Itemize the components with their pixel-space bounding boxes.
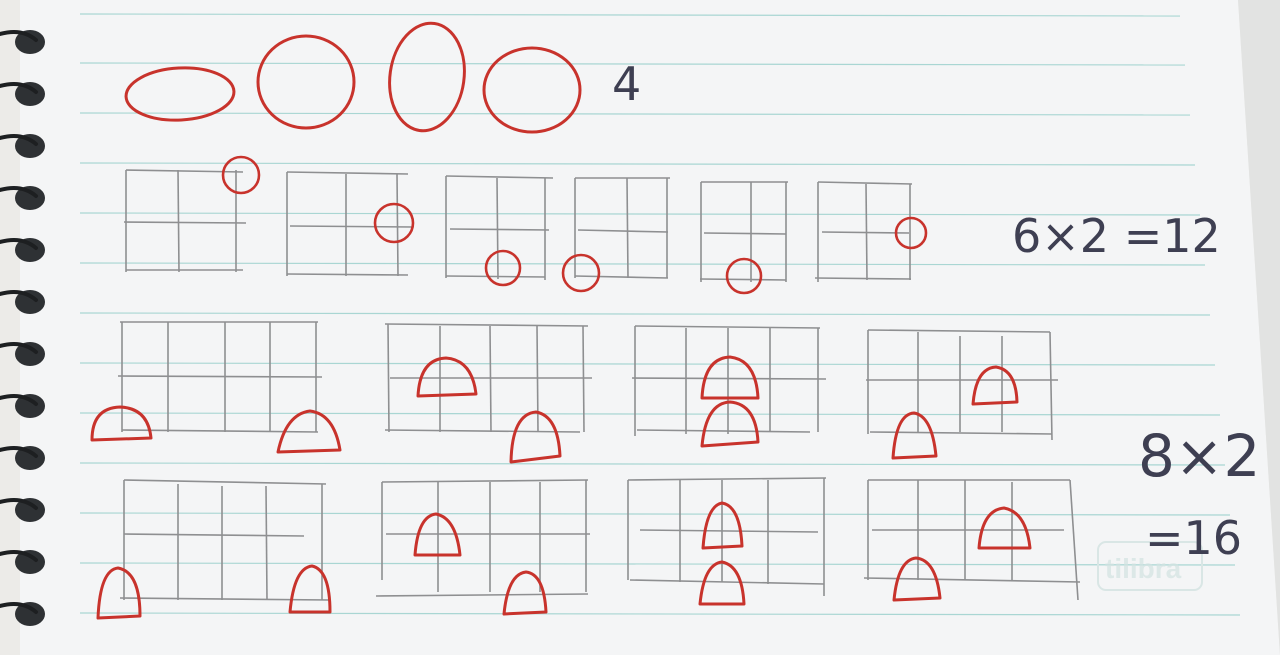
paper-sheet (20, 0, 1280, 655)
red-half-domes-lower (96, 501, 1032, 620)
equation-six-times-two: 6×2 =12 (1012, 209, 1221, 263)
small-grids-row (123, 169, 913, 282)
small-red-circles (221, 155, 928, 295)
tilibra-watermark: tilibra (1097, 541, 1203, 591)
wide-grids-row-lower (119, 477, 1081, 601)
wide-grids-row-upper (117, 321, 1058, 441)
watermark-text: tilibra (1105, 553, 1182, 584)
equation-eight-times-two: 8×2 (1138, 422, 1260, 490)
large-red-circles (124, 21, 582, 134)
handwritten-count: 4 (612, 57, 641, 111)
equation-result-sixteen: =16 (1145, 511, 1242, 565)
red-half-domes-upper (90, 355, 1019, 464)
spiral-binding (0, 30, 45, 626)
